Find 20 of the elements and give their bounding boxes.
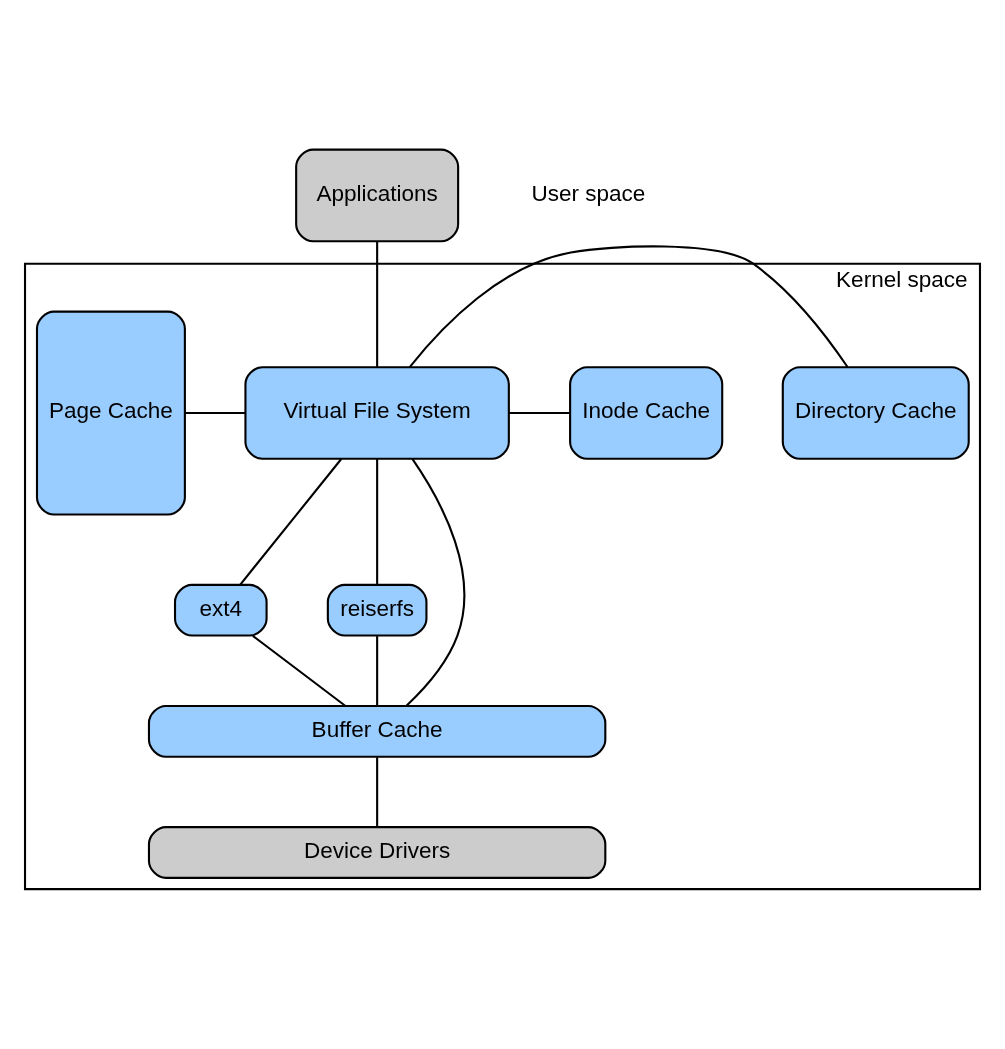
connector (509, 411, 571, 414)
label: User space (531, 180, 646, 206)
connector (405, 457, 466, 706)
node-box: reiserfs (326, 583, 428, 637)
connector (252, 634, 346, 707)
node-box: Inode Cache (569, 365, 724, 460)
node-box: Directory Cache (781, 365, 970, 460)
node-box: Buffer Cache (147, 704, 607, 758)
connector (408, 244, 849, 368)
connector (376, 756, 379, 827)
node-box: ext4 (173, 583, 268, 637)
connector (376, 458, 379, 585)
node-box: Virtual File System (244, 365, 510, 460)
node-box: Device Drivers (147, 825, 607, 879)
node-box: Applications (295, 148, 460, 242)
node-box: Page Cache (35, 310, 186, 515)
connector (185, 411, 246, 414)
connector (376, 240, 379, 367)
connector (376, 635, 379, 706)
connector (239, 457, 343, 585)
